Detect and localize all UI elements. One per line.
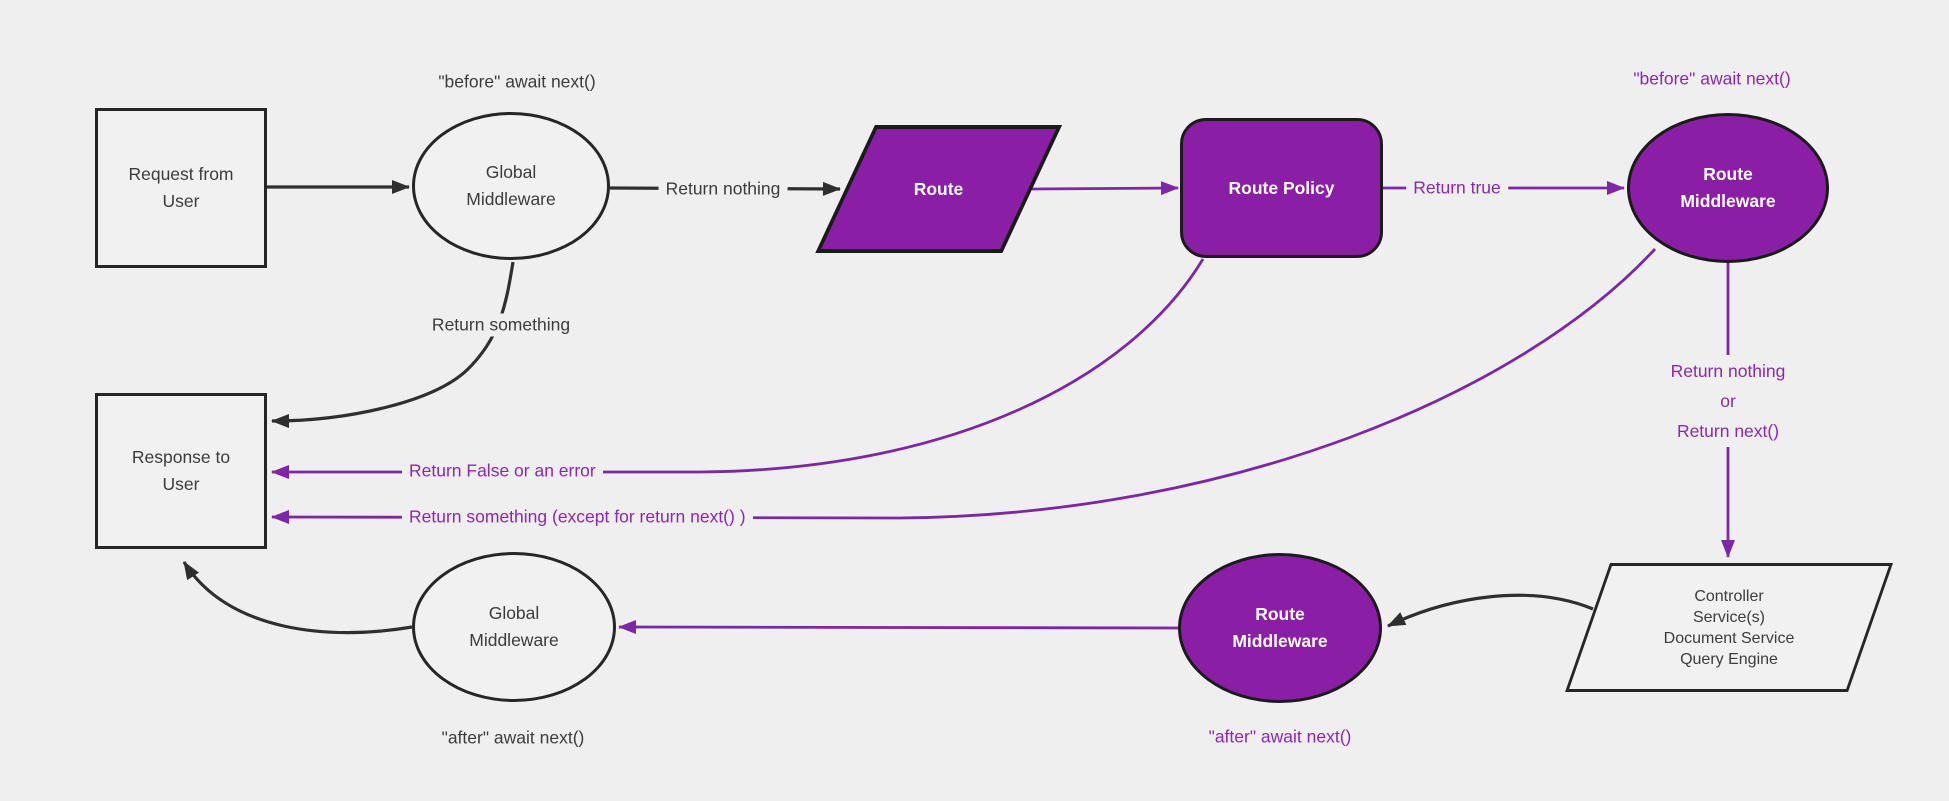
node-request-line2: User <box>162 191 200 211</box>
node-controller-line2: Service(s) <box>1692 608 1765 626</box>
node-route: Route <box>815 125 1062 253</box>
label-return-false-or-error: Return False or an error <box>402 459 603 483</box>
label-after-await-next-purple: "after" await next() <box>1208 726 1352 747</box>
node-response-to-user: Response to User <box>95 393 267 549</box>
label-return-nothing: Return nothing <box>658 177 788 201</box>
edge-route-middleware-after-to-global-middleware-after <box>618 620 1179 635</box>
node-controller-line3: Document Service <box>1663 629 1795 647</box>
node-controller: Controller Service(s) Document Service Q… <box>1565 563 1893 692</box>
node-route-mw-top-line1: Route <box>1703 164 1753 184</box>
label-before-await-next-right: "before" await next() <box>1633 68 1791 89</box>
node-request-line1: Request from <box>128 164 234 184</box>
node-global-mw-top-line2: Middleware <box>466 189 556 209</box>
edge-controller-to-route-middleware-after <box>1387 593 1594 628</box>
node-route-label: Route <box>913 178 964 199</box>
node-route-policy-label: Route Policy <box>1228 177 1335 198</box>
edge-return-false-to-response <box>271 258 1205 479</box>
node-route-mw-bottom-line2: Middleware <box>1232 631 1328 651</box>
label-return-nothing-or-next: Return nothing or Return next() <box>1663 355 1793 447</box>
label-before-await-next-top: "before" await next() <box>438 71 596 92</box>
node-controller-line4: Query Engine <box>1680 650 1778 668</box>
label-after-await-next-black: "after" await next() <box>441 727 585 748</box>
node-route-middleware-before: Route Middleware <box>1627 113 1829 263</box>
node-global-middleware-after: Global Middleware <box>412 552 616 702</box>
node-global-mw-bottom-line1: Global <box>488 603 540 623</box>
label-return-something-except: Return something (except for return next… <box>402 505 753 529</box>
label-return-something: Return something <box>424 313 578 337</box>
label-return-true: Return true <box>1406 176 1508 200</box>
node-global-mw-top-line1: Global <box>485 162 537 182</box>
node-global-mw-bottom-line2: Middleware <box>469 630 559 650</box>
node-controller-line1: Controller <box>1694 587 1764 605</box>
edge-return-something-to-response <box>271 261 515 428</box>
node-response-line2: User <box>162 474 200 494</box>
edge-return-something-except-to-response <box>271 248 1657 525</box>
label-return-nothing-or-line2: or <box>1720 391 1736 411</box>
node-route-policy: Route Policy <box>1180 118 1383 258</box>
edge-route-to-route-policy <box>1031 181 1179 196</box>
edge-global-middleware-after-to-response <box>182 561 413 635</box>
node-route-middleware-after: Route Middleware <box>1178 553 1382 703</box>
node-global-middleware-before: Global Middleware <box>412 112 610 260</box>
node-request-from-user: Request from User <box>95 108 267 268</box>
node-route-mw-bottom-line1: Route <box>1255 604 1305 624</box>
label-return-nothing-or-line3: Return next() <box>1676 421 1780 441</box>
label-return-nothing-or-line1: Return nothing <box>1670 361 1786 381</box>
node-route-mw-top-line2: Middleware <box>1680 191 1776 211</box>
node-response-line1: Response to <box>131 447 231 467</box>
